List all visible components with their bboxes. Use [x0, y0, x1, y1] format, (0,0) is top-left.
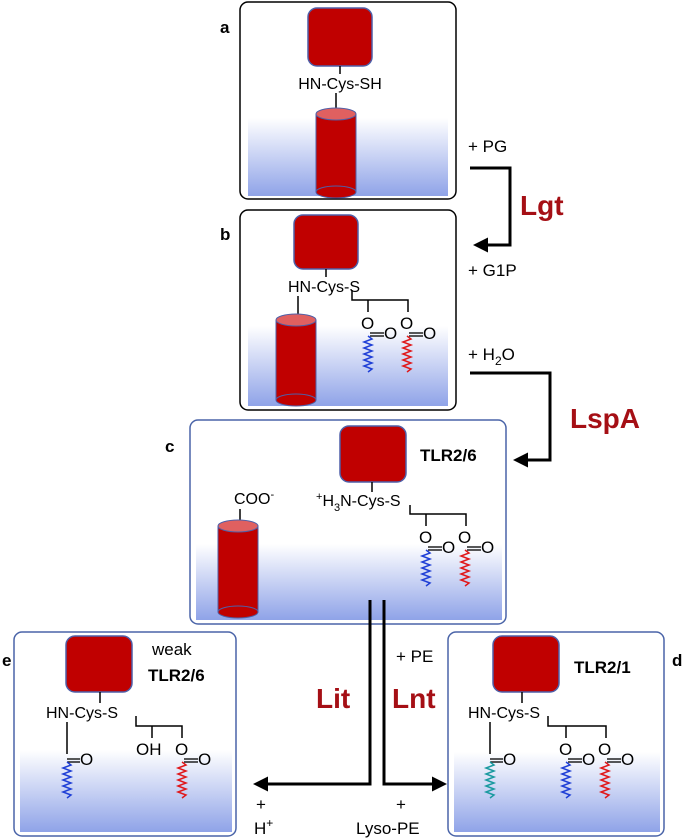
acyl-chain-red — [598, 761, 612, 799]
panel-letter-d: d — [672, 651, 682, 670]
transmembrane-helix — [275, 313, 317, 407]
lgt-reagent: + PG — [468, 137, 507, 156]
lnt-product: Lyso-PE — [356, 819, 420, 838]
lit-plus: + — [256, 795, 266, 814]
linkage-label: HN-Cys-S — [288, 279, 360, 296]
svg-text:O: O — [198, 750, 211, 769]
svg-text:O: O — [481, 538, 494, 557]
lnt-plus: + — [396, 795, 406, 814]
svg-text:O: O — [419, 528, 432, 547]
panel-a: HN-Cys-SH — [239, 1, 457, 200]
acyl-chain-red — [400, 335, 414, 373]
svg-text:O: O — [582, 750, 595, 769]
receptor-label: TLR2/6 — [148, 666, 205, 685]
acyl-chain-blue — [60, 761, 74, 799]
svg-text:O: O — [442, 538, 455, 557]
panel-d: TLR2/1 HN-Cys-S O O O O O — [447, 631, 665, 837]
svg-text:O: O — [400, 314, 413, 333]
protein-domain — [293, 214, 359, 270]
svg-text:O: O — [384, 324, 397, 343]
svg-text:O: O — [458, 528, 471, 547]
lit-enzyme: Lit — [316, 683, 350, 714]
svg-text:O: O — [559, 740, 572, 759]
lnt-reagent: + PE — [396, 647, 433, 666]
svg-text:O: O — [598, 740, 611, 759]
lspa-reagent: + H2O — [468, 345, 515, 368]
svg-text:O: O — [175, 740, 188, 759]
acyl-chain-blue — [419, 549, 433, 587]
lnt-enzyme: Lnt — [392, 683, 436, 714]
panel-c: TLR2/6 +H3N-Cys-S COO- O O O O — [189, 419, 507, 625]
protein-domain — [339, 425, 407, 483]
lgt-product: + G1P — [468, 261, 517, 280]
transmembrane-helix — [217, 519, 259, 619]
carboxylate-label: COO- — [234, 489, 274, 508]
acyl-chain-red — [458, 549, 472, 587]
protein-domain — [307, 7, 373, 67]
receptor-label: TLR2/1 — [574, 658, 631, 677]
panel-letter-c: c — [165, 437, 174, 456]
svg-text:O: O — [621, 750, 634, 769]
acyl-chain-red — [175, 761, 189, 799]
linkage-label: +H3N-Cys-S — [316, 491, 401, 514]
lspa-enzyme: LspA — [570, 403, 640, 434]
lgt-enzyme: Lgt — [520, 190, 564, 221]
panel-e: weak TLR2/6 HN-Cys-S O OH O O — [13, 631, 237, 837]
linkage-label: HN-Cys-S — [46, 705, 118, 722]
svg-text:O: O — [423, 324, 436, 343]
receptor-label: TLR2/6 — [420, 446, 477, 465]
panel-letter-e: e — [2, 651, 11, 670]
panel-letter-b: b — [220, 225, 230, 244]
lnt-arrow — [382, 600, 447, 792]
svg-text:O: O — [80, 750, 93, 769]
lgt-arrow — [470, 166, 512, 253]
acyl-chain-blue — [361, 335, 375, 373]
qualifier-label: weak — [151, 640, 192, 659]
hydroxyl-label: OH — [136, 740, 162, 759]
lit-arrow — [253, 600, 372, 792]
svg-text:O: O — [361, 314, 374, 333]
lit-product: H+ — [254, 816, 273, 838]
acyl-chain-blue — [559, 761, 573, 799]
protein-domain — [492, 635, 560, 693]
transmembrane-helix — [315, 107, 357, 199]
panel-b: HN-Cys-S O O O O — [239, 209, 457, 411]
linkage-label: HN-Cys-SH — [298, 76, 382, 93]
protein-domain — [65, 635, 133, 693]
svg-text:O: O — [503, 750, 516, 769]
acyl-chain-teal — [483, 761, 497, 799]
panel-letter-a: a — [220, 18, 230, 37]
linkage-label: HN-Cys-S — [468, 705, 540, 722]
lspa-arrow — [470, 371, 552, 468]
